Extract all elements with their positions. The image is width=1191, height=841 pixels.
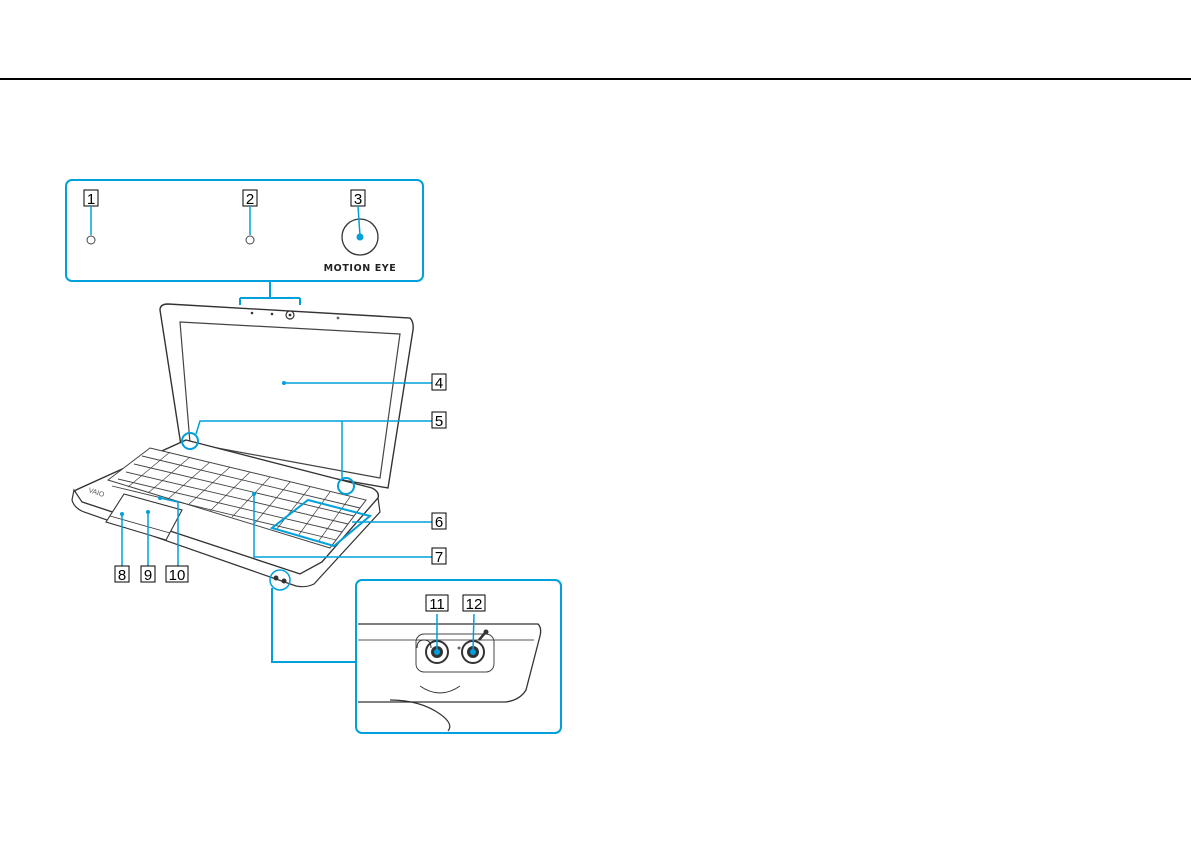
callout-11: 11 (426, 595, 448, 613)
motion-eye-label: MOTION EYE (324, 263, 397, 274)
callout-10: 10 (166, 566, 188, 584)
callout-1: 1 (84, 190, 98, 208)
svg-text:11: 11 (429, 596, 445, 613)
callout-9: 9 (141, 566, 155, 584)
svg-text:1: 1 (87, 191, 95, 208)
microphone-right-hole (246, 236, 254, 244)
callout-5: 5 (432, 412, 446, 430)
callout-7: 7 (432, 548, 446, 566)
svg-text:7: 7 (435, 549, 443, 566)
callout-4: 4 (432, 374, 446, 392)
svg-text:5: 5 (435, 413, 443, 430)
svg-text:12: 12 (466, 596, 483, 613)
svg-text:8: 8 (118, 567, 126, 584)
svg-text:3: 3 (354, 191, 362, 208)
svg-text:2: 2 (246, 191, 254, 208)
svg-text:9: 9 (144, 567, 152, 584)
callout-2: 2 (243, 190, 257, 208)
callout-3: 3 (351, 190, 365, 208)
svg-text:10: 10 (169, 567, 186, 584)
microphone-left-hole (87, 236, 95, 244)
svg-text:6: 6 (435, 514, 443, 531)
svg-text:4: 4 (435, 375, 443, 392)
callout-8: 8 (115, 566, 129, 584)
callout-6: 6 (432, 513, 446, 531)
callout-12: 12 (463, 595, 485, 613)
